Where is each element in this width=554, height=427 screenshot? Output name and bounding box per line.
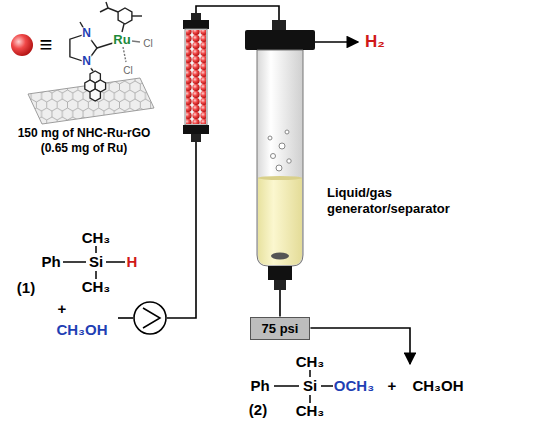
graphene-sheet [28,78,154,124]
atom-label: N [81,55,92,68]
atom-label: Cl [122,65,133,76]
chem-atom: Si [303,378,317,395]
chem-group: Ph [250,378,269,395]
compound-number: (1) [17,280,35,297]
separator-vessel [245,20,358,290]
atom-label: N [81,27,92,40]
chem-group: CH₃ [296,354,325,371]
compound-number: (2) [249,402,267,419]
chem-atom: H [127,254,138,271]
equivalence-sign: ≡ [40,33,53,57]
chem-atom: Si [89,254,103,271]
catalyst-amount: (0.65 mg of Ru) [41,142,128,155]
pyrene-anchor [85,71,106,101]
reagent: CH₃OH [56,322,107,339]
flow-line [279,290,281,317]
catalyst-amount: 150 mg of NHC-Ru-rGO [18,127,151,140]
nhc-ligand [70,2,142,71]
catalyst-sphere [11,34,33,56]
atom-label: Ru [112,33,131,47]
chem-group: CH₃ [82,279,111,296]
box-label: 75 psi [262,321,299,336]
pump-symbol [118,302,166,334]
separator-node: Liquid/gas generator/separator [245,20,315,290]
chem-group: CH₃ [296,403,325,420]
plus-sign: + [388,378,397,395]
chem-group: OCH₃ [334,378,374,395]
reagent: CH₃OH [412,378,463,395]
vessel-caption: Liquid/gas generator/separator [327,185,467,218]
outlet-arrow [310,328,410,364]
atom-label: Cl [142,38,153,49]
pyrene-ring [90,89,100,101]
pressure-regulator-box: 75 psi [250,317,311,340]
gas-output: H₂ [365,33,385,52]
plus-sign: + [58,301,67,318]
chem-group: CH₃ [82,230,111,247]
chem-group: Ph [41,254,60,271]
